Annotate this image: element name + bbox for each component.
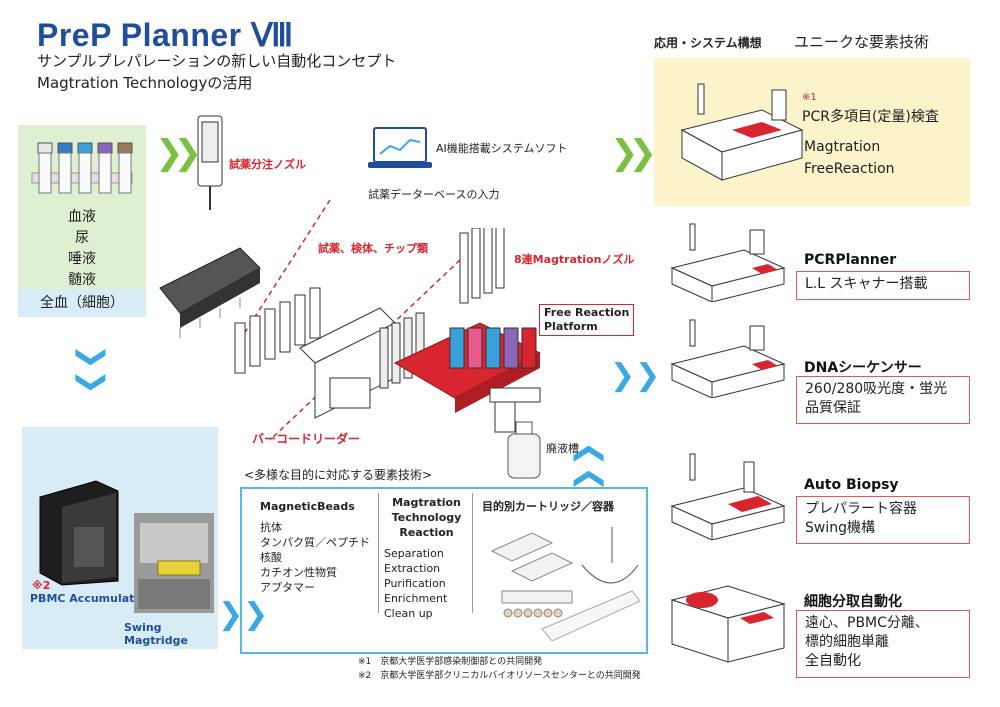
sample-csf: 髄液 xyxy=(68,272,96,288)
pbmc-accumulator-illustration xyxy=(39,480,119,586)
sample-blood: 血液 xyxy=(68,209,96,225)
tube-cap xyxy=(117,142,133,154)
sample-saliva: 唾液 xyxy=(68,251,96,267)
tube-cap xyxy=(77,142,93,154)
chevron-right-icon: ❯❯ xyxy=(610,133,657,173)
sample-panel: 血液 尿 唾液 髄液 全血（細胞） xyxy=(18,125,146,317)
auto-biopsy-illustration xyxy=(670,453,786,540)
free-reaction-platform-label: Free Reaction Platform xyxy=(539,304,635,336)
chevron-right-icon: ❯❯ xyxy=(218,597,269,632)
pcrplanner-illustration xyxy=(670,223,786,302)
ai-software-label: AI機能搭載システムソフト xyxy=(436,142,568,155)
waste-tank-label: 廃液槽 xyxy=(546,442,579,455)
pcr-multi-label: PCR多項目(定量)検査 xyxy=(802,109,939,125)
col2-item: Separation xyxy=(384,547,444,560)
barcode-reader-label: バーコードリーダー xyxy=(252,432,361,446)
tube-cap xyxy=(37,142,53,154)
col1-item: カチオン性物質 xyxy=(260,566,337,579)
tube-cap xyxy=(97,142,113,154)
pcr-tech-list: Magtration FreeReaction xyxy=(804,136,895,180)
magtration-title: Magtration Technology Reaction xyxy=(391,496,462,539)
col2-item: Extraction xyxy=(384,562,441,575)
system-desc-cell-sorting: 遠心、PBMC分離、 標的細胞単離 全自動化 xyxy=(796,610,970,678)
sample-tubes-illustration xyxy=(31,142,133,194)
subtitle: サンプルプレパレーションの新しい自動化コンセプト Magtration Tech… xyxy=(37,50,396,94)
sample-tube xyxy=(78,152,92,194)
sample-tube xyxy=(118,152,132,194)
sample-whole-blood: 全血（細胞） xyxy=(18,289,146,317)
instrument-illustration xyxy=(159,228,542,433)
pcr-multi-panel: ※1 PCR多項目(定量)検査 Magtration FreeReaction xyxy=(654,58,970,206)
system-desc-dna-sequencer: 260/280吸光度・蛍光 品質保証 xyxy=(796,376,970,424)
col1-item: 抗体 xyxy=(260,521,282,534)
footnote-mark-2: ※2 xyxy=(32,579,51,592)
laptop-icon xyxy=(368,127,432,168)
nozzle-label: 試薬分注ノズル xyxy=(229,158,306,171)
cartridge-title: 目的別カートリッジ／容器 xyxy=(482,500,614,513)
tube-cap xyxy=(57,142,73,154)
subtitle-line2: Magtration Technologyの活用 xyxy=(37,74,253,92)
element-tech-panel: MagneticBeads 抗体 タンパク質／ペプチド 核酸 カチオン性物質 ア… xyxy=(240,487,648,654)
cell-device-panel: ※2 PBMC Accumulator Swing Magtridge xyxy=(22,427,218,649)
sample-tube xyxy=(98,152,112,194)
dna-sequencer-illustration xyxy=(670,319,786,398)
cell-sorting-illustration xyxy=(670,585,786,663)
sample-type-list: 血液 尿 唾液 髄液 xyxy=(18,207,146,291)
system-title-cell-sorting: 細胞分取自動化 xyxy=(804,594,902,610)
col2-item: Purification xyxy=(384,577,446,590)
col1-item: アプタマー xyxy=(260,581,315,594)
chevron-right-icon: ❯❯ xyxy=(610,358,661,393)
chevron-right-icon: ❯❯ xyxy=(155,133,202,173)
system-desc-auto-biopsy: プレパラート容器 Swing機構 xyxy=(796,496,970,544)
footnote-mark-1: ※1 xyxy=(802,92,817,103)
cartridge-column: 目的別カートリッジ／容器 xyxy=(482,499,642,520)
sample-tube xyxy=(38,152,52,194)
pbmc-accumulator-label: PBMC Accumulator xyxy=(30,592,148,605)
pcr-device-illustration xyxy=(680,83,804,181)
pcr-tech-item: Magtration xyxy=(804,139,881,155)
reagent-database-label: 試薬データーベースの入力 xyxy=(368,188,500,201)
col1-item: タンパク質／ペプチド xyxy=(260,536,370,549)
system-title-pcrplanner: PCRPlanner xyxy=(804,252,897,268)
sample-tube xyxy=(58,152,72,194)
magnetic-beads-column: MagneticBeads 抗体 タンパク質／ペプチド 核酸 カチオン性物質 ア… xyxy=(260,499,378,595)
col1-item: 核酸 xyxy=(260,551,282,564)
cartridge-illustration xyxy=(490,527,641,641)
swing-magtridge-label: Swing Magtridge xyxy=(124,621,188,647)
waste-bottle-illustration xyxy=(507,421,541,479)
swing-magtridge-photo xyxy=(134,513,214,613)
system-title-dna-sequencer: DNAシーケンサー xyxy=(804,360,922,376)
footnote-1: ※1 京都大学医学部感染制御部との共同開発 xyxy=(358,657,543,667)
col2-item: Enrichment xyxy=(384,592,448,605)
footnote-2: ※2 京都大学医学部クリニカルバイオリソースセンターとの共同開発 xyxy=(358,671,641,681)
right-header-application: 応用・システム構想 xyxy=(654,36,762,50)
reagent-sample-tip-label: 試薬、検体、チップ類 xyxy=(318,242,428,255)
chevron-down-icon: ❯❯ xyxy=(74,344,110,395)
magtration-column: Magtration Technology Reaction Separatio… xyxy=(384,495,469,621)
system-title-auto-biopsy: Auto Biopsy xyxy=(804,477,899,493)
col2-item: Clean up xyxy=(384,607,433,620)
subtitle-line1: サンプルプレパレーションの新しい自動化コンセプト xyxy=(37,52,397,70)
magtration-nozzle-label: 8連Magtrationノズル xyxy=(514,253,635,266)
sample-urine: 尿 xyxy=(75,230,89,246)
system-desc-pcrplanner: L.L スキャナー搭載 xyxy=(796,271,970,300)
magnetic-beads-title: MagneticBeads xyxy=(260,500,355,513)
pcr-tech-item: FreeReaction xyxy=(804,161,895,177)
dispensing-nozzle-illustration xyxy=(197,115,223,210)
page-title: PreP Planner Ⅷ xyxy=(37,17,294,53)
right-header-unique-tech: ユニークな要素技術 xyxy=(794,33,930,51)
tech-heading: <多様な目的に対応する要素技術> xyxy=(244,468,433,482)
